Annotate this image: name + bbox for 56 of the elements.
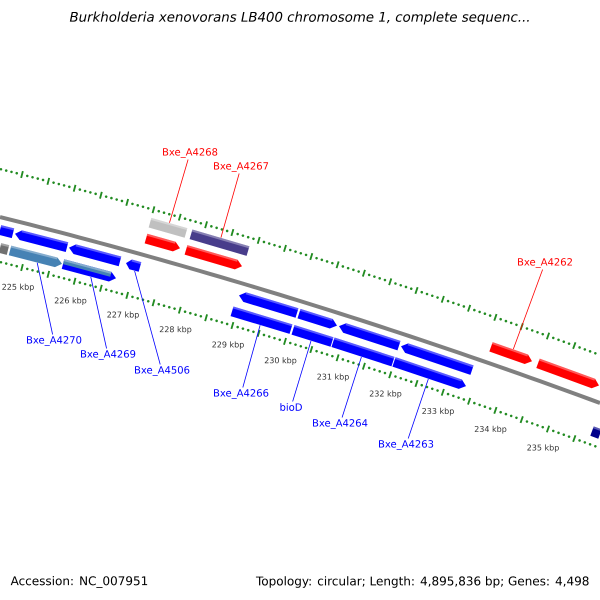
gene-bar — [339, 323, 401, 350]
leader-line — [342, 356, 362, 418]
gene-label: Bxe_A4264 — [313, 419, 368, 429]
leader-line — [169, 159, 188, 224]
scale-label: 229 kbp — [212, 341, 244, 350]
gene-bar — [239, 292, 298, 318]
gene-bar — [8, 246, 62, 268]
scale-label: 231 kbp — [317, 373, 349, 382]
scale-label: 230 kbp — [264, 357, 296, 365]
scale-label: 232 kbp — [370, 390, 402, 398]
scale-label: 235 kbp — [527, 444, 559, 452]
gene-bar — [331, 338, 395, 366]
gene-label: Bxe_A4263 — [379, 440, 434, 450]
gene-label: bioD — [280, 403, 302, 411]
leader-line — [220, 173, 240, 238]
gene-bar — [392, 357, 466, 389]
gene-label: Bxe_A4267 — [214, 162, 268, 172]
gene-bar — [489, 342, 532, 364]
scale-label: 233 kbp — [422, 408, 454, 416]
leader-line — [408, 378, 429, 439]
gene-bar — [590, 426, 600, 439]
leader-line — [36, 262, 53, 335]
gene-label: Bxe_A4262 — [518, 258, 572, 268]
gene-bar — [126, 260, 142, 272]
leader-line — [292, 340, 312, 402]
gene-bar — [144, 234, 180, 252]
gene-bar — [230, 306, 292, 334]
scale-label: 227 kbp — [107, 311, 139, 320]
leader-line — [512, 269, 544, 350]
gene-label: Bxe_A4268 — [163, 148, 218, 158]
gene-label: Bxe_A4266 — [214, 389, 268, 399]
scale-label: 226 kbp — [54, 297, 86, 305]
gene-bar — [190, 230, 250, 256]
leader-line — [90, 276, 107, 349]
scale-label: 228 kbp — [160, 326, 192, 334]
gene-label: Bxe_A4270 — [27, 336, 82, 346]
gene-label: Bxe_A4506 — [135, 366, 190, 376]
gene-bar — [184, 245, 242, 270]
topology-text: Topology: circular; Length: 4,895,836 bp; Genes: 4,498 — [256, 576, 589, 588]
leader-line — [134, 270, 161, 365]
gene-bar — [292, 325, 334, 347]
gene-bar — [15, 230, 68, 252]
gene-bar — [0, 225, 14, 238]
gene-bar — [148, 218, 188, 238]
gene-bar — [69, 244, 122, 266]
gene-bar — [536, 358, 599, 388]
scale-label: 225 kbp — [2, 284, 34, 292]
gene-bar — [0, 243, 10, 255]
gene-bar — [401, 343, 474, 375]
gene-label: Bxe_A4269 — [81, 350, 136, 360]
scale-label: 234 kbp — [474, 426, 506, 434]
gene-bar — [62, 259, 116, 282]
gene-bar — [298, 308, 337, 329]
leader-line — [242, 324, 260, 388]
accession-text: Accession: NC_007951 — [10, 576, 148, 588]
title: Burkholderia xenovorans LB400 chromosome 1, complete sequenc... — [70, 12, 529, 24]
